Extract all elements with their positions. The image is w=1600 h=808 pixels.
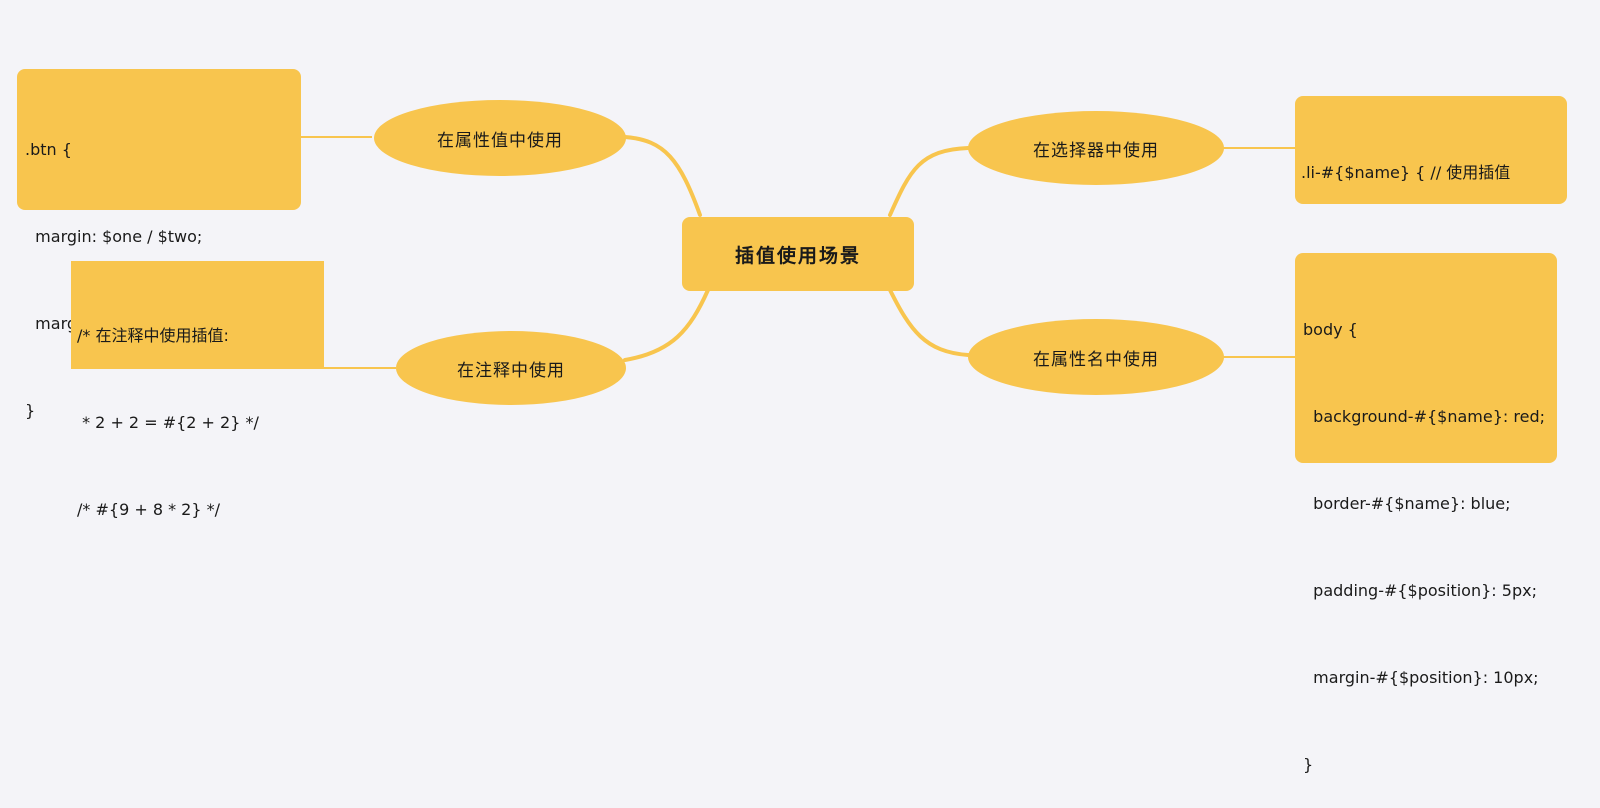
- code-line: border-#{$name}: blue;: [1303, 494, 1511, 513]
- comment-code-box: /* 在注释中使用插值: * 2 + 2 = #{2 + 2} */ /* #{…: [71, 261, 324, 519]
- branch-property-value-label: 在属性值中使用: [437, 130, 563, 151]
- branch-comment-label: 在注释中使用: [457, 360, 565, 381]
- property-name-code-box: body { background-#{$name}: red; border-…: [1295, 253, 1557, 774]
- property-value-code-box: .btn { margin: $one / $two; margin: #{$o…: [17, 69, 301, 420]
- code-line: padding-#{$position}: 5px;: [1303, 581, 1537, 600]
- code-line: margin-#{$position}: 10px;: [1303, 668, 1539, 687]
- code-line: /* #{9 + 8 * 2} */: [77, 500, 221, 519]
- branch-selector-node[interactable]: 在选择器中使用: [968, 111, 1224, 185]
- code-line: * 2 + 2 = #{2 + 2} */: [77, 413, 259, 432]
- code-line: }: [25, 401, 36, 420]
- code-line: body {: [1303, 320, 1358, 339]
- code-line: .li-#{$name} { // 使用插值: [1301, 163, 1511, 182]
- code-line: }: [1303, 755, 1314, 774]
- branch-selector-label: 在选择器中使用: [1033, 140, 1159, 161]
- selector-code-box: .li-#{$name} { // 使用插值 width: 100%; }: [1295, 96, 1567, 356]
- code-line: /* 在注释中使用插值:: [77, 326, 229, 345]
- connector-center-to-selector: [888, 146, 970, 217]
- code-line: background-#{$name}: red;: [1303, 407, 1545, 426]
- branch-property-name-label: 在属性名中使用: [1033, 349, 1159, 370]
- branch-property-value-node[interactable]: 在属性值中使用: [374, 100, 626, 176]
- connector-center-to-property-value: [623, 135, 702, 217]
- branch-property-name-node[interactable]: 在属性名中使用: [968, 319, 1224, 395]
- branch-comment-node[interactable]: 在注释中使用: [396, 331, 626, 405]
- connector-lines: [300, 135, 1295, 369]
- code-line: margin: $one / $two;: [25, 227, 203, 246]
- center-topic-node[interactable]: 插值使用场景: [682, 217, 914, 291]
- connector-center-to-comment: [623, 288, 710, 362]
- code-line: .btn {: [25, 140, 72, 159]
- connector-center-to-property-name: [888, 288, 970, 357]
- center-topic-label: 插值使用场景: [734, 244, 861, 267]
